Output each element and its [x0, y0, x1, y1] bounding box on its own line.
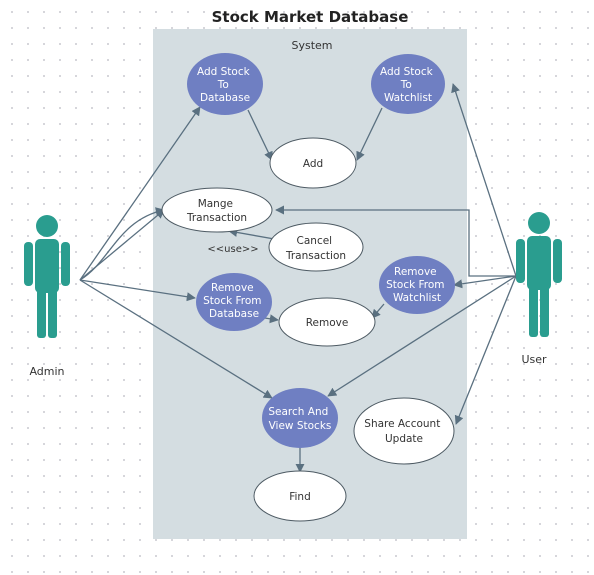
svg-text:Cancel Transaction: Cancel Transaction — [285, 235, 346, 262]
svg-text:Remove: Remove — [306, 317, 349, 329]
user-to-manage-line — [275, 205, 516, 277]
use-case-line: Database — [209, 308, 259, 320]
svg-text:Search And View Stocks: Search And View Stocks — [268, 406, 331, 432]
use-case-line: Database — [200, 92, 250, 104]
use-case-line: View Stocks — [269, 420, 332, 432]
add-db-to-add-line — [247, 109, 273, 161]
use-case-line: Search And — [268, 406, 328, 418]
use-case-remove-from-database[interactable]: Remove Stock From Database — [196, 273, 272, 331]
admin-actor-icon[interactable] — [24, 215, 70, 338]
use-case-manage-transaction[interactable]: Mange Transaction — [161, 187, 273, 233]
use-case-cancel-transaction[interactable]: Cancel Transaction — [268, 222, 364, 272]
use-case-line: Add Stock — [380, 66, 434, 78]
use-case-search-and-view-stocks[interactable]: Search And View Stocks — [262, 388, 338, 448]
use-case-line: Find — [289, 491, 311, 503]
use-case-remove-from-watchlist[interactable]: Remove Stock From Watchlist — [379, 256, 455, 314]
user-label: User — [521, 353, 547, 366]
svg-text:Share Account Update: Share Account Update — [364, 418, 443, 445]
svg-text:Add Stock To Watch: Add Stock To Watchlist — [380, 66, 436, 104]
use-case-find[interactable]: Find — [253, 470, 347, 522]
use-case-add[interactable]: Add — [269, 137, 357, 189]
svg-text:Find: Find — [289, 491, 311, 503]
use-case-line: Mange — [198, 198, 233, 210]
use-case-line: Cancel — [297, 235, 333, 247]
use-case-line: To — [217, 79, 229, 91]
user-to-share-line — [454, 275, 517, 425]
use-case-line: Add Stock — [197, 66, 251, 78]
use-case-line: Transaction — [186, 212, 247, 224]
use-case-line: Remove — [211, 282, 254, 294]
use-case-line: Update — [385, 433, 423, 445]
admin-to-manage-curve — [79, 207, 165, 281]
user-to-add-watchlist-line — [451, 83, 517, 277]
admin-label: Admin — [29, 365, 64, 378]
svg-text:Add Stock To Datab: Add Stock To Database — [197, 66, 253, 104]
svg-text:Mange Transaction: Mange Transaction — [186, 198, 247, 224]
use-case-line: Stock From — [203, 295, 261, 307]
svg-text:Remove Stock From: Remove Stock From Database — [203, 282, 265, 320]
use-case-add-to-database[interactable]: Add Stock To Database — [187, 53, 263, 115]
add-watchlist-to-add-line — [356, 107, 383, 161]
use-case-add-to-watchlist[interactable]: Add Stock To Watchlist — [371, 54, 445, 114]
user-actor-icon[interactable] — [516, 212, 562, 337]
use-case-line: Remove — [306, 317, 349, 329]
use-case-line: Transaction — [285, 250, 346, 262]
admin-to-search-line — [79, 279, 273, 399]
user-to-search-line — [327, 275, 517, 397]
svg-text:Add: Add — [303, 158, 323, 170]
svg-text:Remove Stock From: Remove Stock From Watchlist — [386, 266, 448, 304]
use-relationship-label: <<use>> — [207, 244, 258, 255]
diagram-title: Stock Market Database — [212, 8, 409, 26]
use-case-line: Remove — [394, 266, 437, 278]
admin-to-remove-db-line — [79, 279, 196, 302]
remove-watchlist-to-remove-line — [371, 303, 385, 319]
use-case-line: Share Account — [364, 418, 440, 430]
system-label: System — [291, 39, 332, 52]
use-case-line: Watchlist — [384, 92, 432, 104]
connectors — [79, 83, 517, 473]
use-case-remove[interactable]: Remove — [278, 297, 376, 347]
use-case-line: Watchlist — [393, 292, 441, 304]
use-case-line: To — [400, 79, 412, 91]
admin-to-add-db-line — [79, 106, 201, 281]
use-case-line: Add — [303, 158, 323, 170]
use-case-share-account-update[interactable]: Share Account Update — [353, 397, 455, 465]
use-case-line: Stock From — [386, 279, 444, 291]
user-to-remove-watchlist-line — [453, 275, 517, 289]
